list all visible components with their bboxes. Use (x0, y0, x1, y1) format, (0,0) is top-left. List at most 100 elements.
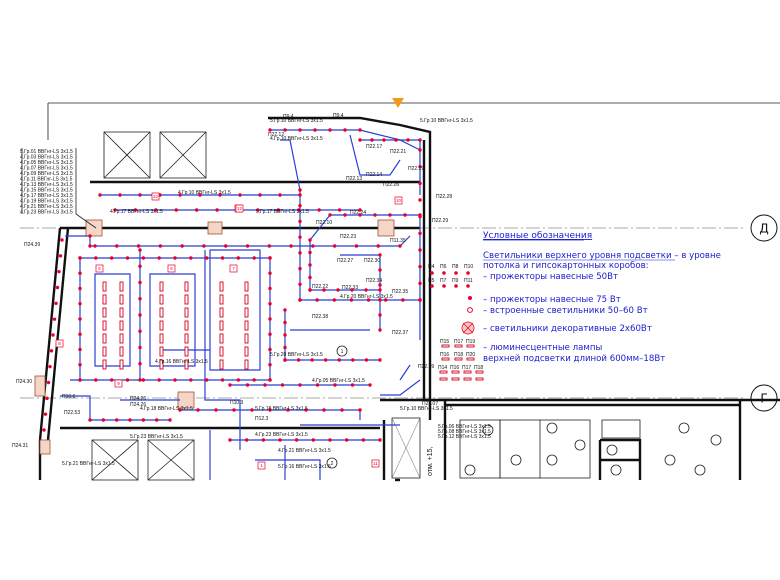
spotlight-icon (180, 244, 184, 248)
cable-label: 5.Гр.20 ВВГнг-LS 3х1.5 (270, 352, 323, 358)
fluorescent-lamp-icon (102, 359, 107, 370)
spotlight-icon (418, 138, 422, 142)
spotlight-icon (298, 235, 302, 239)
fluorescent-lamp-icon (159, 359, 164, 370)
spotlight-icon (220, 378, 225, 382)
fluorescent-lamp-icon (244, 281, 249, 292)
spotlight-icon (401, 298, 405, 302)
spotlight-icon (245, 244, 250, 248)
spotlight-icon (224, 244, 228, 248)
spotlight-icon (113, 208, 117, 212)
spotlight-icon (280, 383, 285, 387)
circuit-label: П22.27 (337, 258, 353, 264)
fluorescent-lamp-icon (119, 307, 124, 318)
spotlight-icon (268, 256, 272, 260)
circuit-label: П22.30 (364, 258, 380, 264)
circuit-label: П22.26 (383, 182, 399, 188)
symbol-code: П14 (438, 365, 447, 371)
spotlight-icon (418, 198, 422, 202)
circuit-labels: П9.4 П9.4 П22.12 П22.17 П22.21 П22.19 П2… (12, 113, 452, 449)
axis-label-g: Г (760, 392, 767, 406)
fluorescent-lamp-icon (184, 346, 189, 357)
legend-symbol-block-2: П15 П17 П19 П16 П18 П20 П14 П16 П17 П18 (438, 339, 484, 381)
spotlight-icon (236, 256, 241, 260)
spotlight-icon (315, 383, 320, 387)
spotlight-icon (133, 208, 138, 212)
spotlight-icon (294, 438, 299, 442)
spotlight-icon (308, 288, 312, 292)
spotlight-icon (173, 256, 177, 260)
circuit-label: П22.53 (64, 410, 80, 416)
fluorescent-lamp-icon (119, 281, 124, 292)
fluorescent-lamp-icon (119, 333, 124, 344)
fluorescent-lamp-icon (159, 281, 164, 292)
fluorescent-lamp-icon (244, 359, 249, 370)
spotlight-icon (322, 288, 326, 292)
spotlight-icon (358, 128, 362, 132)
spotlight-icon (157, 378, 161, 382)
spotlight-icon (317, 208, 321, 212)
spotlight-icon (343, 213, 347, 217)
spotlight-icon (337, 208, 342, 212)
circuit-label: П22.28 (436, 194, 452, 200)
circuit-label: П10.3 (230, 400, 244, 406)
spotlight-icon (178, 193, 182, 197)
spotlight-icon (93, 244, 97, 248)
fluorescent-lamp-icon (184, 294, 189, 305)
spotlight-icon (337, 358, 341, 362)
elevator-shaft-1 (103, 131, 151, 179)
spotlight-icon (244, 438, 249, 442)
circuit-label: П22.10 (316, 220, 332, 226)
circuit-label: П24.31 (12, 443, 28, 449)
spotlight-icon (228, 438, 232, 442)
spotlight-icon (194, 208, 199, 212)
spotlight-icon (308, 250, 312, 255)
spotlight-icon (378, 298, 382, 302)
symbol-code: П18 (474, 365, 483, 371)
fluorescent-lamps-group (102, 281, 249, 370)
spotlight-icon (55, 285, 60, 290)
legend-item5-line1: – люминесцентные лампы (483, 343, 602, 353)
spotlight-icon (328, 213, 332, 217)
spotlight-icon (358, 138, 362, 142)
fixture-number-box (55, 339, 64, 348)
feeder-label-6: 4.Гр.11 ВВГнг-LS 3х1.5 (20, 177, 73, 183)
spotlight-icon (364, 288, 368, 292)
spotlight-icon (378, 283, 382, 287)
spotlight-icon (215, 208, 219, 212)
cable-label: 5.Гр.23 ВВГнг-LS 3х1.5 (130, 434, 183, 440)
building-walls (38, 116, 780, 482)
fluorescent-lamp-icon (119, 359, 124, 370)
fluorescent-lamp-icon (102, 333, 107, 344)
feeder-label-11: 4.Гр.21 ВВГнг-LS 3х1.5 (20, 204, 73, 210)
fluorescent-lamp-icon (219, 333, 224, 344)
feeders-bottom: 5.Гр.06 ВВГнг-LS 3х1.5 5.Гр.08 ВВГнг-LS … (427, 424, 491, 476)
spotlight-icon (349, 298, 354, 302)
spotlight-icon (45, 396, 49, 401)
spotlight-icon (418, 248, 422, 252)
feeder-label-4: 4.Гр.07 ВВГнг-LS 3х1.5 (20, 166, 73, 172)
spotlight-icon (204, 378, 209, 382)
spotlight-icon (308, 275, 312, 280)
fixture-number-box (257, 461, 266, 470)
spotlight-icon (88, 234, 92, 238)
spotlight-icon (202, 244, 206, 248)
spotlight-icon (42, 428, 46, 432)
spotlight-icon (57, 269, 61, 274)
spotlights-group (42, 128, 422, 442)
spotlight-icon (268, 378, 272, 382)
circuit-label: П22.22 (312, 284, 328, 290)
cable-label: 5.Гр.10 ВВГнг-LS 3х1.5 (420, 118, 473, 124)
feeder-label-5: 4.Гр.09 ВВГнг-LS 3х1.5 (20, 171, 73, 177)
circuit-label: П22.35 (392, 289, 408, 295)
feeder-bottom-2: 5.Гр.08 ВВГнг-LS 3х1.5 (438, 429, 491, 435)
feeder-label-1: 5.Гр.01 ВВГнг-LS 3х1.5 (20, 149, 73, 155)
spotlight-icon (204, 256, 209, 260)
legend-item1-sub: – прожекторы навесные 50Вт (483, 272, 618, 282)
spotlight-icon (336, 288, 340, 292)
elevator-shaft-4 (147, 439, 195, 481)
spotlight-icon (378, 328, 382, 332)
symbol-code: П10 (464, 264, 473, 270)
fluorescent-lamp-icon (219, 294, 224, 305)
spotlight-icon (311, 438, 316, 442)
